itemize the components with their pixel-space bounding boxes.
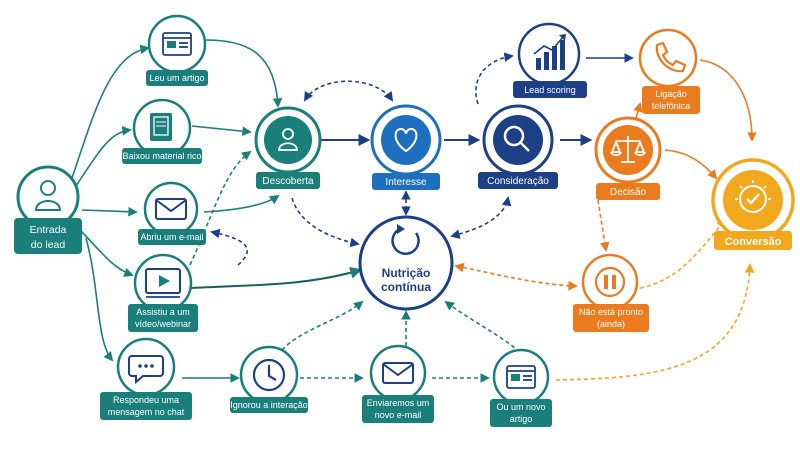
clock-icon <box>252 358 286 392</box>
node-conversao[interactable]: Conversão <box>711 158 795 250</box>
envelope-icon <box>155 198 187 220</box>
person-icon <box>34 180 62 211</box>
node-nutricao-continua[interactable]: Nutrição contínua <box>358 215 454 311</box>
node-descoberta[interactable]: Descoberta <box>254 106 322 189</box>
bar-chart-icon <box>533 34 566 70</box>
arrow-email-descoberta <box>203 194 280 213</box>
novo-artigo-label-line1: Ou um novo <box>496 402 545 412</box>
node-respondeu-chat[interactable]: Respondeu uma mensagem no chat <box>100 337 192 420</box>
node-interesse[interactable]: Interesse <box>370 104 442 190</box>
nao-pronto-label-line2: (ainda) <box>597 319 625 329</box>
arrow-consideracao-leadscoring <box>475 52 514 105</box>
chat-bubble-icon <box>128 355 164 385</box>
artigo-label: Leu um artigo <box>149 73 204 83</box>
check-badge-icon <box>735 180 771 213</box>
ligacao-label-line1: Ligação <box>655 89 687 99</box>
entrada-label-line2: do lead <box>31 239 66 251</box>
arrow-artigo-descoberta <box>205 39 283 108</box>
node-ignorou-interacao[interactable]: Ignorou a interação <box>230 345 308 413</box>
arrow-descoberta-interesse-loop <box>304 80 394 102</box>
lead-scoring-label: Lead scoring <box>524 85 576 95</box>
book-icon <box>150 113 172 141</box>
node-consideracao[interactable]: Consideração <box>478 104 558 189</box>
email-label: Abriu um e-mail <box>140 232 203 242</box>
decisao-label: Decisão <box>610 187 647 198</box>
descoberta-label: Descoberta <box>262 176 314 187</box>
arrow-decisao-naopronto <box>597 199 610 252</box>
node-assistiu-video[interactable]: Assistiu a um vídeo/webinar <box>128 253 198 332</box>
browser-window-icon <box>162 32 192 56</box>
chat-label-line1: Respondeu uma <box>113 395 179 405</box>
chat-label-line2: mensagem no chat <box>108 407 185 417</box>
arrow-entrada-email <box>81 206 138 217</box>
arrow-naopronto-conversao <box>639 218 727 289</box>
envelope-icon <box>382 362 414 384</box>
arrow-video-nutricao <box>187 267 363 289</box>
video-player-icon <box>145 268 181 298</box>
node-ou-um-novo-artigo[interactable]: Ou um novo artigo <box>490 348 552 427</box>
node-leu-um-artigo[interactable]: Leu um artigo <box>146 14 208 86</box>
person-icon <box>278 128 298 151</box>
arrow-ligacao-conversao <box>699 59 757 142</box>
consideracao-label: Consideração <box>487 176 549 187</box>
arrow-decisao-ligacao <box>633 102 643 119</box>
arrow-decisao-conversao <box>664 149 718 180</box>
conversao-label: Conversão <box>725 236 782 248</box>
novo-email-label-line1: Enviaremos um <box>367 398 430 408</box>
heart-icon <box>394 127 418 153</box>
refresh-icon <box>391 224 420 255</box>
video-label-line1: Assistiu a um <box>136 307 190 317</box>
video-label-line2: vídeo/webinar <box>135 319 191 329</box>
pause-icon <box>594 266 626 298</box>
ligacao-label-line2: telefônica <box>652 101 691 111</box>
arrow-nutricao-naopronto <box>454 262 578 291</box>
node-baixou-material-rico[interactable]: Baixou material rico <box>122 98 202 164</box>
arrow-nutricao-email <box>210 228 249 266</box>
interesse-label: Interesse <box>385 177 427 188</box>
arrow-entrada-chat <box>85 237 114 362</box>
node-enviaremos-novo-email[interactable]: Enviaremos um novo e-mail <box>362 344 434 423</box>
nutricao-label-line1: Nutrição <box>382 266 431 280</box>
phone-icon <box>655 41 687 73</box>
magnifier-icon <box>503 125 530 152</box>
arrow-novoartigo-conversao <box>555 263 755 381</box>
novo-email-label-line2: novo e-mail <box>375 410 422 420</box>
arrow-novoartigo-nutricao <box>444 300 521 353</box>
arrow-material-descoberta <box>191 125 252 136</box>
entrada-label-line1: Entrada <box>30 224 67 236</box>
nao-pronto-label-line1: Não está pronto <box>579 307 643 317</box>
node-nao-esta-pronto[interactable]: Não está pronto (ainda) <box>573 253 649 332</box>
node-decisao[interactable]: Decisão <box>594 116 662 200</box>
novo-artigo-label-line2: artigo <box>510 414 533 424</box>
arrow-entrada-video <box>79 229 134 277</box>
browser-window-icon <box>506 365 536 389</box>
node-ligacao-telefonica[interactable]: Ligação telefônica <box>638 28 700 114</box>
arrow-ignorou-nutricao <box>281 300 364 351</box>
arrow-entrada-artigo <box>71 44 150 179</box>
ignorou-label: Ignorou a interação <box>230 400 308 410</box>
arrow-descoberta-nutricao <box>291 197 360 248</box>
arrow-entrada-material <box>75 125 132 187</box>
node-abriu-um-email[interactable]: Abriu um e-mail <box>138 181 206 245</box>
nutricao-label-line2: contínua <box>381 280 431 294</box>
connectors <box>71 39 757 383</box>
arrow-nutricao-consideracao <box>450 196 512 239</box>
node-entrada-do-lead[interactable]: Entrada do lead <box>14 165 82 254</box>
scales-icon <box>610 136 646 163</box>
material-label: Baixou material rico <box>122 151 201 161</box>
node-lead-scoring[interactable]: Lead scoring <box>513 22 587 98</box>
